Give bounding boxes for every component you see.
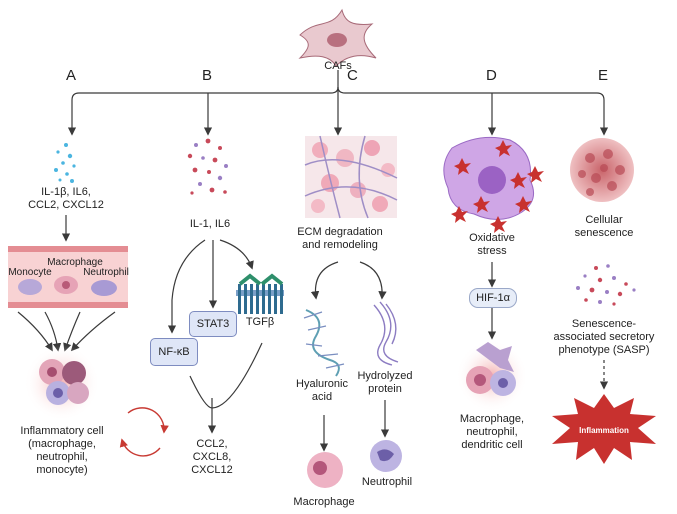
hydrolyzed-protein-icon — [373, 301, 399, 366]
top-bracket — [67, 70, 609, 136]
column-c-arrows — [310, 261, 390, 452]
macrophage-c-label: Macrophage — [293, 496, 355, 508]
column-b-output: CCL2, CXCL8, CXCL12 — [191, 438, 233, 476]
macrophage-label: Macrophage — [47, 257, 103, 268]
nfkb-box: NF-κB — [150, 338, 198, 366]
monocyte-label: Monocyte — [8, 267, 52, 278]
oxidative-stress-cell-icon — [443, 136, 544, 233]
immune-cell-cluster-icon — [456, 340, 528, 412]
cafs-label: CAFs — [324, 60, 352, 72]
cellular-senescence-label: Cellular senescence — [574, 214, 634, 239]
column-e-letter: E — [598, 67, 609, 84]
column-b-cytokines: IL-1, IL6 — [189, 218, 231, 230]
ecm-label: ECM degradation and remodeling — [297, 226, 383, 251]
neutrophil-cell-icon — [370, 440, 402, 472]
column-c-letter: C — [347, 67, 358, 84]
column-b-cytokine-dots — [187, 138, 228, 195]
inflammatory-cell-cluster — [24, 345, 100, 421]
blood-vessel — [8, 246, 128, 308]
column-b-branch-arrows — [167, 239, 263, 434]
column-a-cytokines: IL-1β, IL6, CCL2, CXCL12 — [28, 186, 104, 211]
tgfb-label: TGFβ — [245, 316, 275, 328]
column-a-letter: A — [66, 67, 77, 84]
macrophage-cell-icon — [307, 452, 343, 488]
sasp-dots — [576, 264, 636, 306]
hif1a-pill: HIF-1α — [469, 288, 517, 308]
column-a-cytokine-dots — [54, 143, 76, 183]
senescent-cell-icon — [570, 138, 634, 202]
sasp-label: Senescence- associated secretory phenoty… — [553, 318, 655, 356]
stat3-box: STAT3 — [189, 311, 237, 337]
neutrophil-label: Neutrophil — [83, 267, 129, 278]
inflammatory-cell-label: Inflammatory cell (macrophage, neutrophi… — [20, 425, 104, 476]
inflammation-label: Inflammation — [579, 426, 629, 435]
hydrolyzed-protein-label: Hydrolyzed protein — [357, 370, 413, 395]
inflammation-burst — [552, 394, 656, 464]
neutrophil-c-label: Neutrophil — [361, 476, 413, 488]
hyaluronic-acid-label: Hyaluronic acid — [296, 378, 348, 403]
tgfb-receptor-icon — [236, 273, 284, 314]
column-d-letter: D — [486, 67, 497, 84]
ecm-image — [304, 135, 398, 219]
feedback-loop-icon — [119, 407, 169, 457]
hyaluronic-acid-icon — [303, 309, 345, 377]
caf-cell-icon — [298, 8, 377, 67]
column-b-letter: B — [202, 67, 213, 84]
immune-cells-label: Macrophage, neutrophil, dendritic cell — [459, 413, 525, 451]
column-a-converging-arrows — [17, 311, 116, 352]
oxidative-stress-label: Oxidative stress — [469, 232, 515, 257]
